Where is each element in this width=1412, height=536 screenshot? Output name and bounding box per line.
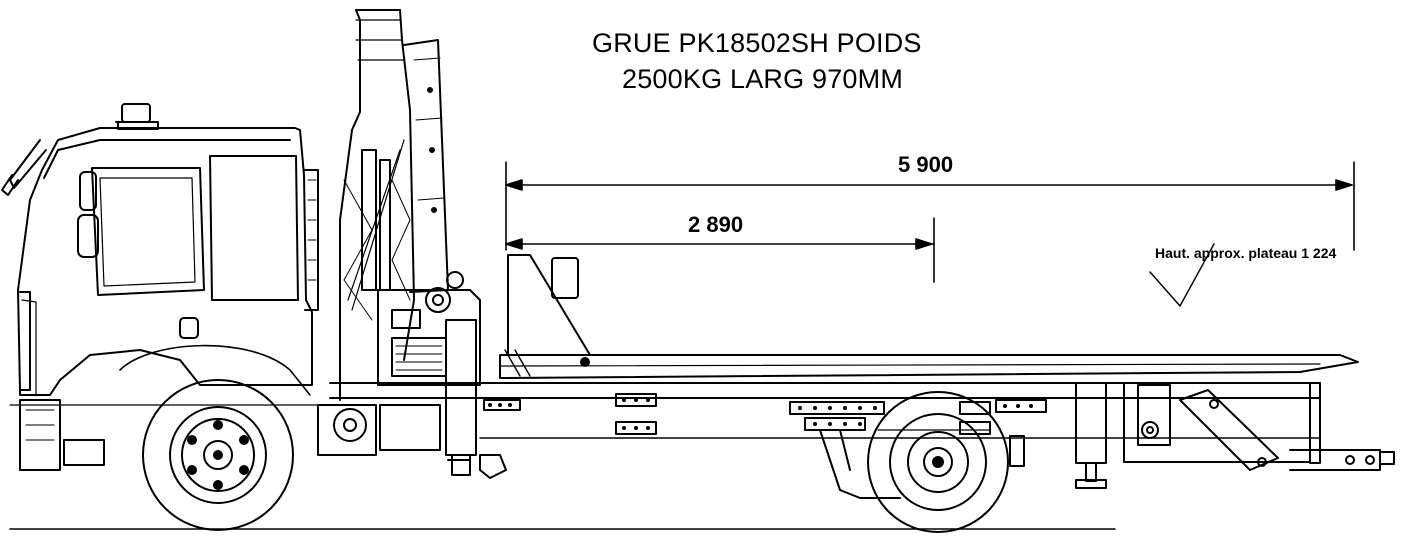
height-marker <box>1149 243 1215 307</box>
rear-equipment <box>1075 382 1395 489</box>
platform-height-label: Haut. approx. plateau 1 224 <box>1155 245 1337 261</box>
dimension-crane-label: 2 890 <box>688 212 744 237</box>
rear-wheel <box>867 391 1025 533</box>
crane <box>317 9 507 479</box>
crane-title-line-1: GRUE PK18502SH POIDS <box>592 28 922 58</box>
platform <box>329 254 1359 499</box>
dimension-overall-label: 5 900 <box>898 152 954 177</box>
front-wheel <box>142 379 294 531</box>
cab <box>1 103 331 471</box>
dimension-lines <box>505 161 1355 307</box>
crane-title-line-2: 2500KG LARG 970MM <box>622 64 904 94</box>
